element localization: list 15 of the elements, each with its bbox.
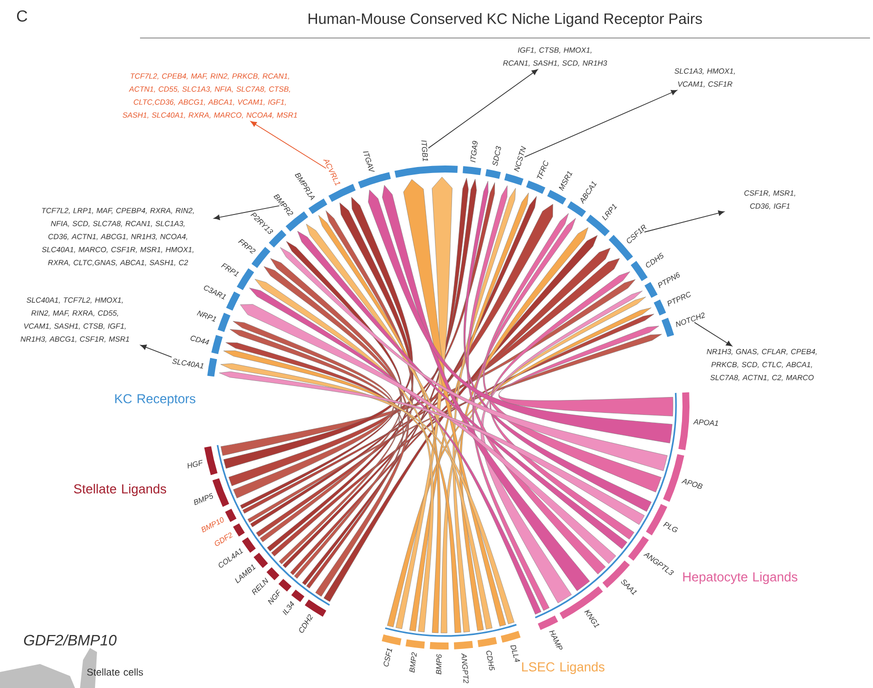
arrow xyxy=(644,210,724,232)
arrow xyxy=(250,121,326,169)
panel-heading: GDF2/BMP10 xyxy=(24,634,117,646)
arrow xyxy=(214,205,280,220)
plot-label: Stellate cells xyxy=(87,668,143,676)
group-label: Hepatocyte Ligands xyxy=(683,572,798,584)
group-label: LSEC Ligands xyxy=(522,662,604,674)
arrow xyxy=(140,344,172,358)
arrow xyxy=(428,69,538,149)
title: Human-Mouse Conserved KC Niche Ligand Receptor Pairs xyxy=(308,13,702,27)
arrow xyxy=(524,90,678,158)
panel-letter: C xyxy=(17,10,28,22)
arrow xyxy=(694,322,732,346)
group-label: Stellate Ligands xyxy=(74,484,166,496)
group-label: KC Receptors xyxy=(115,394,196,406)
